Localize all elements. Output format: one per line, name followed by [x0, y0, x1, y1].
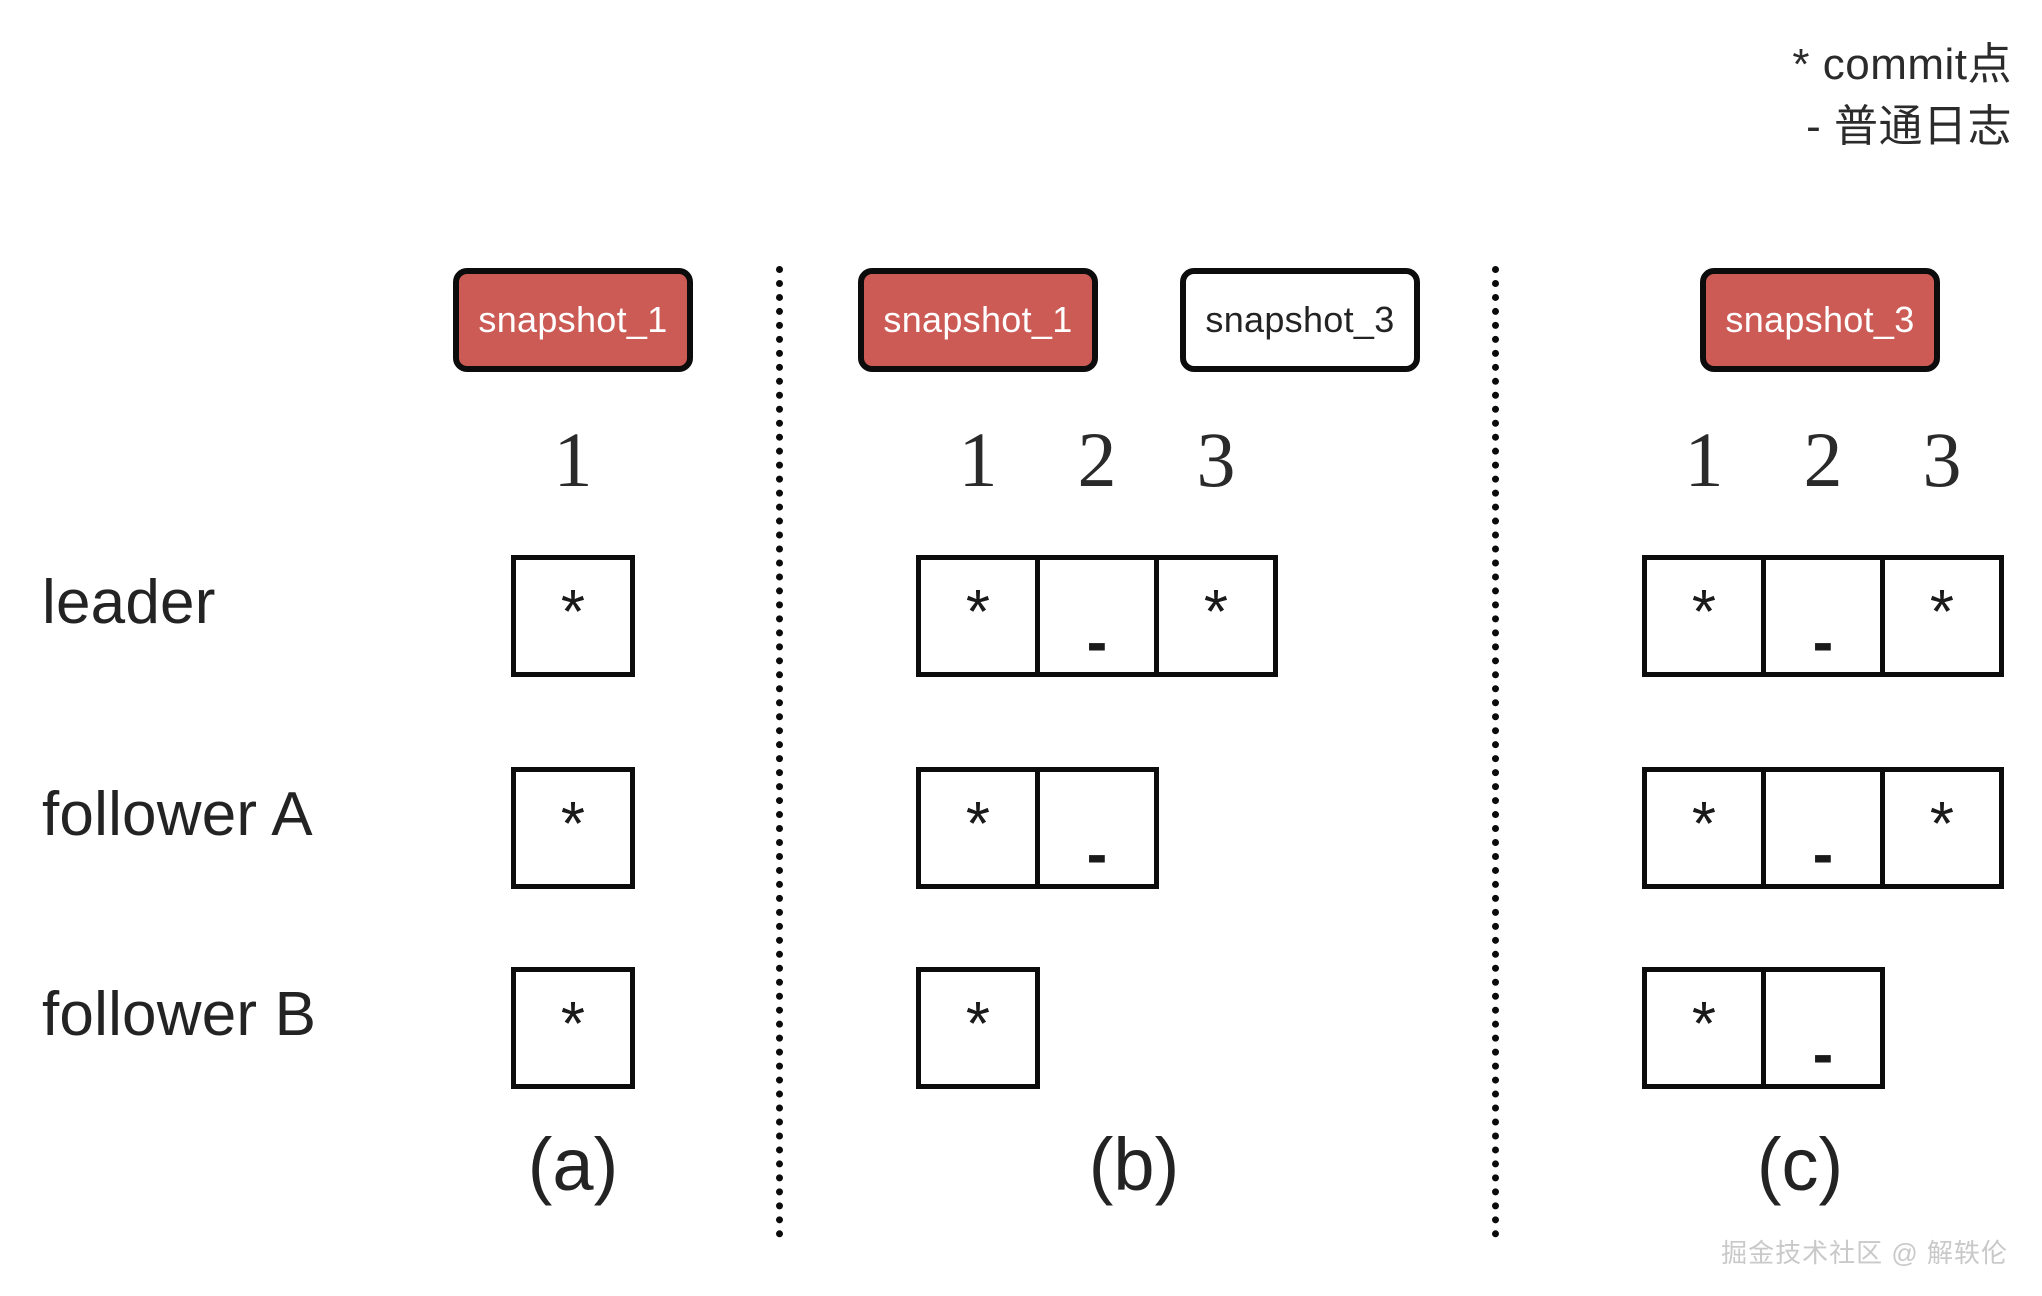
log-strip-follower-a: *: [511, 767, 635, 889]
log-cell[interactable]: *: [511, 967, 635, 1089]
legend: * commit点 - 普通日志: [1792, 34, 2012, 159]
log-strip-follower-a: * -: [916, 767, 1159, 889]
row-label-follower-b: follower B: [42, 980, 317, 1049]
log-cell[interactable]: *: [1642, 967, 1766, 1089]
commit-mark: *: [560, 578, 586, 647]
row-label-leader: leader: [42, 568, 216, 637]
log-strip-leader: * - *: [916, 555, 1278, 677]
log-strip-leader: * - *: [1642, 555, 2004, 677]
normal-log-mark: -: [1812, 1020, 1834, 1089]
commit-mark: *: [560, 790, 586, 859]
snapshot-chip-label: snapshot_3: [1725, 299, 1915, 340]
commit-mark: *: [1691, 990, 1717, 1059]
log-cell[interactable]: -: [1761, 555, 1885, 677]
commit-mark: *: [1203, 578, 1229, 647]
row-label-follower-a: follower A: [42, 780, 313, 849]
normal-log-mark: -: [1086, 820, 1108, 889]
snapshot-chip-snapshot_3[interactable]: snapshot_3: [1180, 268, 1420, 372]
snapshot-chip-snapshot_3[interactable]: snapshot_3: [1700, 268, 1940, 372]
log-cell[interactable]: *: [916, 767, 1040, 889]
log-strip-follower-b: *: [916, 967, 1040, 1089]
log-cell[interactable]: *: [511, 555, 635, 677]
log-cell[interactable]: *: [1642, 767, 1766, 889]
normal-log-mark: -: [1812, 608, 1834, 677]
log-cell[interactable]: -: [1761, 767, 1885, 889]
snapshot-chip-snapshot_1[interactable]: snapshot_1: [453, 268, 693, 372]
log-index-2: 2: [1803, 416, 1843, 503]
panel-divider-1: [776, 266, 783, 1238]
log-cell[interactable]: *: [1642, 555, 1766, 677]
log-index-3: 3: [1922, 416, 1962, 503]
log-cell[interactable]: -: [1035, 767, 1159, 889]
commit-mark: *: [1691, 578, 1717, 647]
log-cell[interactable]: *: [916, 967, 1040, 1089]
commit-mark: *: [965, 990, 991, 1059]
snapshot-chip-label: snapshot_1: [478, 299, 668, 340]
log-cell[interactable]: *: [916, 555, 1040, 677]
log-cell[interactable]: -: [1035, 555, 1159, 677]
panel-caption-b: (b): [1088, 1123, 1180, 1206]
legend-normal-entry: - 普通日志: [1806, 102, 2012, 152]
panel-caption-c: (c): [1756, 1123, 1844, 1206]
log-cell[interactable]: *: [1880, 767, 2004, 889]
commit-mark: *: [1929, 578, 1955, 647]
commit-mark: *: [965, 790, 991, 859]
watermark: 掘金技术社区 @ 解轶伦: [1721, 1238, 2008, 1268]
log-cell[interactable]: *: [1880, 555, 2004, 677]
log-strip-follower-a: * - *: [1642, 767, 2004, 889]
log-index-1: 1: [958, 416, 998, 503]
log-index-1: 1: [553, 416, 593, 503]
snapshot-chip-label: snapshot_3: [1205, 299, 1395, 340]
normal-log-mark: -: [1086, 608, 1108, 677]
commit-mark: *: [1929, 790, 1955, 859]
panel-divider-2: [1492, 266, 1499, 1238]
log-strip-leader: *: [511, 555, 635, 677]
log-cell[interactable]: *: [511, 767, 635, 889]
log-cell[interactable]: *: [1154, 555, 1278, 677]
legend-commit-entry: * commit点: [1792, 40, 2012, 89]
snapshot-chip-snapshot_1[interactable]: snapshot_1: [858, 268, 1098, 372]
log-cell[interactable]: -: [1761, 967, 1885, 1089]
log-index-1: 1: [1684, 416, 1724, 503]
panel-caption-a: (a): [527, 1123, 619, 1206]
log-strip-follower-b: * -: [1642, 967, 1885, 1089]
commit-mark: *: [965, 578, 991, 647]
snapshot-chip-label: snapshot_1: [883, 299, 1073, 340]
log-index-3: 3: [1196, 416, 1236, 503]
log-strip-follower-b: *: [511, 967, 635, 1089]
commit-mark: *: [1691, 790, 1717, 859]
normal-log-mark: -: [1812, 820, 1834, 889]
commit-mark: *: [560, 990, 586, 1059]
log-index-2: 2: [1077, 416, 1117, 503]
